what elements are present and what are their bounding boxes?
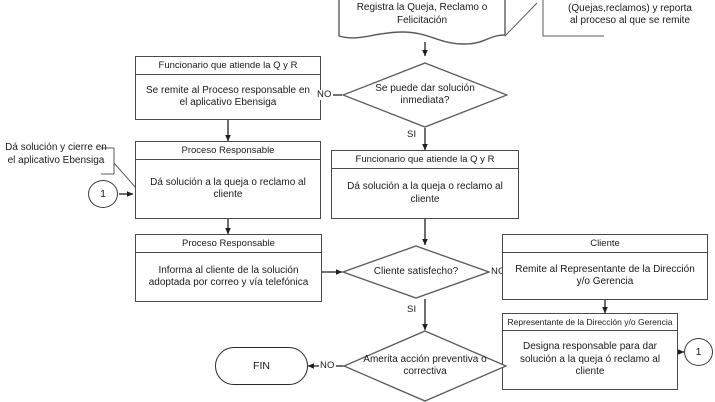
box-cliente-body: Remite al Representante de la Dirección … <box>515 263 695 288</box>
box-cliente-header: Cliente <box>503 235 707 253</box>
note-seguimiento-line1: Seguimiento y mejora <box>545 0 715 3</box>
connector-circle-left-1[interactable]: 1 <box>88 180 118 208</box>
note-seguimiento-line3: al proceso al que se remite <box>569 15 691 26</box>
decision-cliente-satisfecho-text: Cliente satisfecho? <box>373 265 459 277</box>
terminator-fin[interactable]: FIN <box>215 347 308 385</box>
box-proceso-informa-body: Informa al cliente de la solución adopta… <box>148 264 309 289</box>
box-proceso-da-solucion-header: Proceso Responsable <box>136 142 320 160</box>
edge-label-no-solucion-inmediata: NO <box>316 89 333 100</box>
edge-label-si-cliente-satisfecho: SI <box>406 304 418 315</box>
box-representante-direccion[interactable]: Representante de la Dirección y/o Gerenc… <box>502 313 678 390</box>
box-proceso-informa-header: Proceso Responsable <box>136 235 321 253</box>
diamond-shape-icon <box>342 245 490 299</box>
box-cliente[interactable]: Cliente Remite al Representante de la Di… <box>502 234 708 300</box>
document-registra-queja: Registra la Queja, Reclamo o Felicitació… <box>338 0 506 46</box>
box-proceso-da-solucion-body: Dá solución a la queja o reclamo al clie… <box>150 176 306 201</box>
box-representante-direccion-header: Representante de la Dirección y/o Gerenc… <box>503 314 677 331</box>
decision-solucion-inmediata-text: Se puede dar solución inmediata? <box>375 82 475 107</box>
box-funcionario-remite[interactable]: Funcionario que atiende la Q y R Se remi… <box>135 56 321 120</box>
box-funcionario-da-solucion-header: Funcionario que atiende la Q y R <box>332 151 518 169</box>
edge-label-si-solucion-inmediata: SI <box>406 129 418 140</box>
decision-amerita-accion[interactable]: Amerita acción preventiva o correctiva <box>343 330 507 402</box>
box-proceso-informa[interactable]: Proceso Responsable Informa al cliente d… <box>135 234 322 302</box>
note-da-solucion-cierre: Dá solución y cierre en el aplicativo Eb… <box>5 142 107 166</box>
note-seguimiento-mejora: Seguimiento y mejora (Quejas,reclamos) y… <box>545 0 715 28</box>
note-seguimiento-line2: (Quejas,reclamos) y reporta <box>568 2 692 14</box>
box-funcionario-remite-header: Funcionario que atiende la Q y R <box>136 57 320 75</box>
document-shape-icon <box>338 0 506 45</box>
box-funcionario-remite-body: Se remite al Proceso responsable en el a… <box>146 84 310 109</box>
decision-amerita-accion-text: Amerita acción preventiva o correctiva <box>363 353 487 378</box>
box-proceso-da-solucion[interactable]: Proceso Responsable Dá solución a la que… <box>135 141 321 219</box>
edge-label-no-cliente-satisfecho: NO <box>490 266 507 277</box>
box-representante-direccion-body: Designa responsable para dar solución a … <box>519 341 661 378</box>
edge-label-no-amerita-accion: NO <box>319 360 336 371</box>
decision-cliente-satisfecho[interactable]: Cliente satisfecho? <box>342 245 490 299</box>
connector-circle-right-1[interactable]: 1 <box>684 338 713 366</box>
diamond-shape-icon <box>342 62 508 128</box>
document-registra-text: Registra la Queja, Reclamo o Felicitació… <box>356 2 488 26</box>
box-funcionario-da-solucion[interactable]: Funcionario que atiende la Q y R Dá solu… <box>331 150 519 219</box>
box-funcionario-da-solucion-body: Dá solución a la queja o reclamo al clie… <box>347 181 503 205</box>
decision-solucion-inmediata[interactable]: Se puede dar solución inmediata? <box>342 62 508 128</box>
